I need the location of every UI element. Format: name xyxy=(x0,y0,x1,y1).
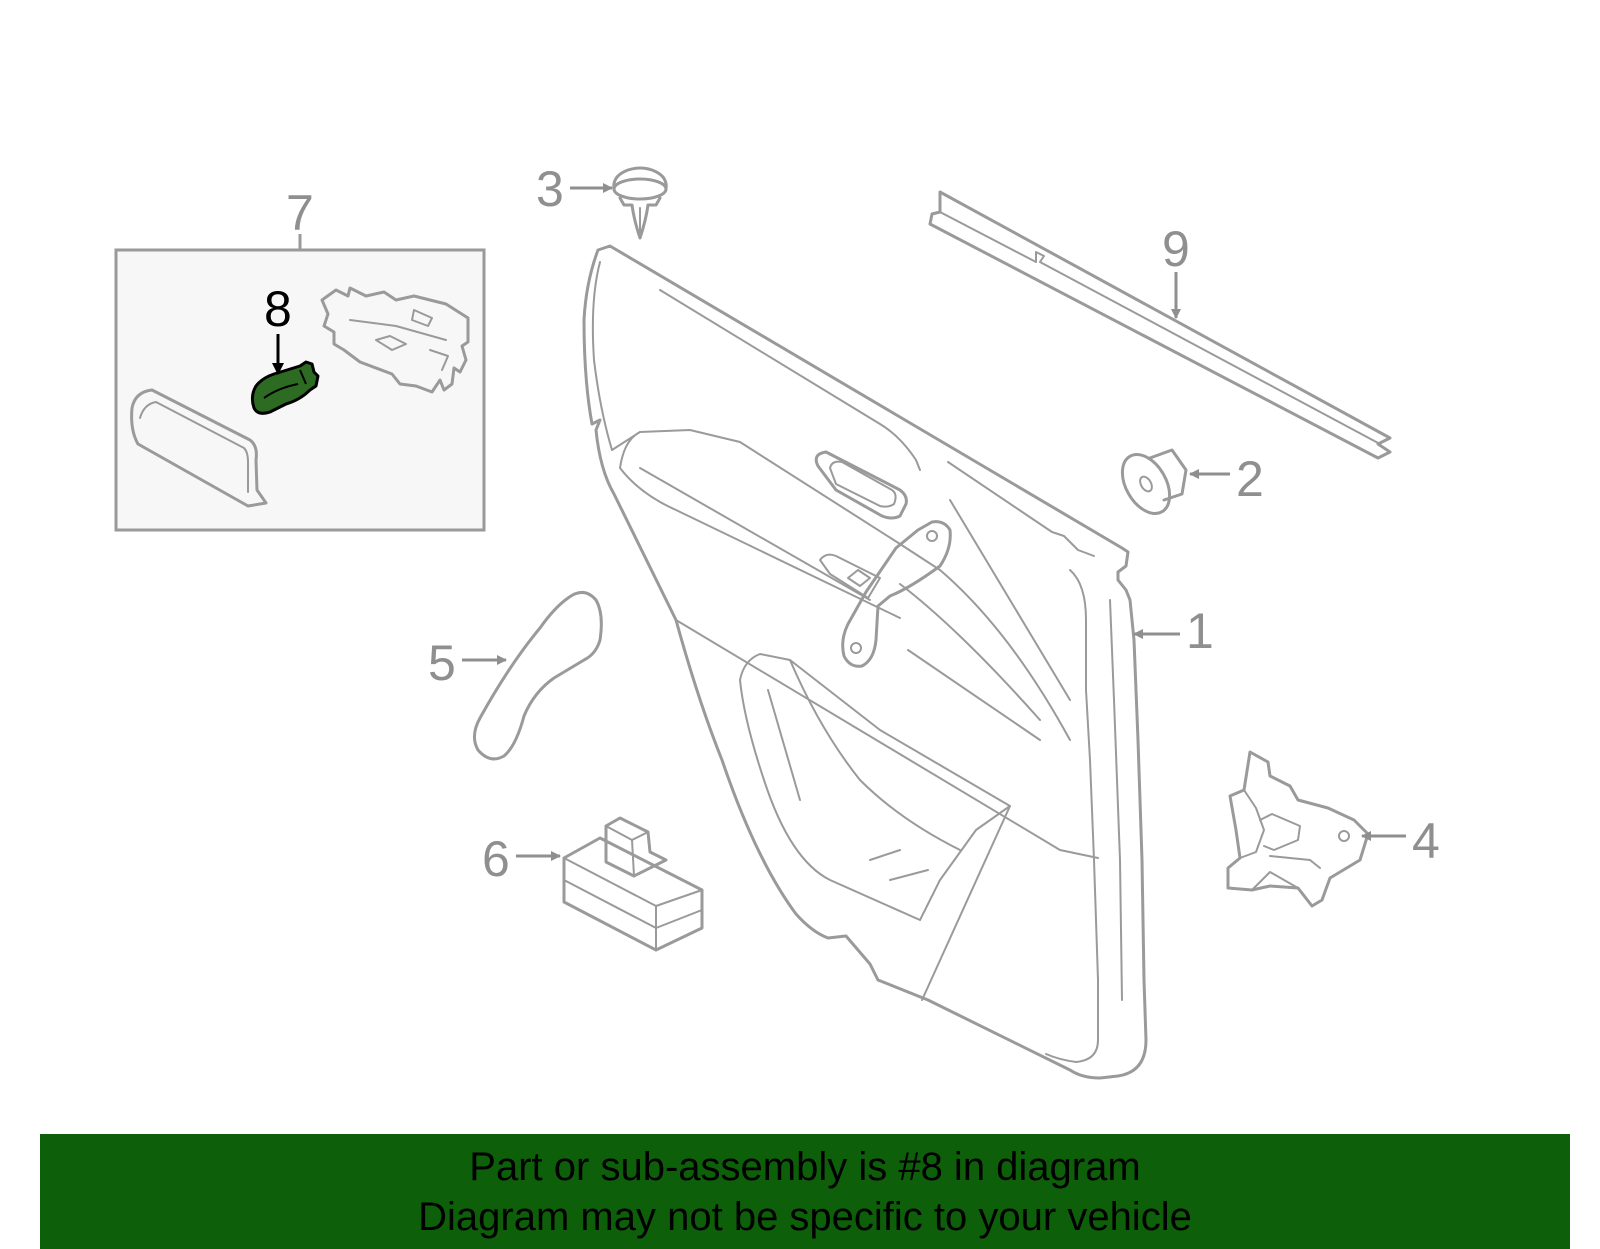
part-3-clip xyxy=(612,166,668,240)
callout-3: 3 xyxy=(536,161,613,217)
callout-2: 2 xyxy=(1189,451,1264,507)
banner-line-disclaimer: Diagram may not be specific to your vehi… xyxy=(418,1195,1192,1239)
part-6-switch xyxy=(562,816,704,952)
part-5-armrest-pad xyxy=(473,591,603,761)
svg-text:5: 5 xyxy=(428,635,456,691)
svg-text:3: 3 xyxy=(536,161,564,217)
info-banner: Part or sub-assembly is #8 in diagram Di… xyxy=(40,1134,1570,1249)
callout-7: 7 xyxy=(286,185,314,241)
svg-text:8: 8 xyxy=(264,281,292,337)
callout-1: 1 xyxy=(1133,603,1214,659)
svg-text:6: 6 xyxy=(482,831,510,887)
svg-text:1: 1 xyxy=(1186,603,1214,659)
callout-4: 4 xyxy=(1361,813,1440,869)
part-4-bracket xyxy=(1226,750,1370,908)
part-8-bulb-highlighted[interactable] xyxy=(250,360,320,415)
callout-8: 8 xyxy=(264,281,292,375)
part-2-grommet xyxy=(1120,448,1188,515)
svg-text:2: 2 xyxy=(1236,451,1264,507)
callout-9: 9 xyxy=(1162,221,1190,319)
callout-6: 6 xyxy=(482,831,561,887)
banner-line-part-number: Part or sub-assembly is #8 in diagram xyxy=(469,1145,1141,1189)
assembly-7-lamp-housing xyxy=(320,286,470,394)
svg-text:9: 9 xyxy=(1162,221,1190,277)
assembly-7-lamp-lens xyxy=(130,388,268,508)
svg-text:7: 7 xyxy=(286,185,314,241)
part-1-door-panel xyxy=(582,244,1148,1080)
callout-5: 5 xyxy=(428,635,507,691)
door-handle-bezel xyxy=(814,450,952,668)
part-9-weatherstrip xyxy=(928,190,1392,460)
svg-text:4: 4 xyxy=(1412,813,1440,869)
